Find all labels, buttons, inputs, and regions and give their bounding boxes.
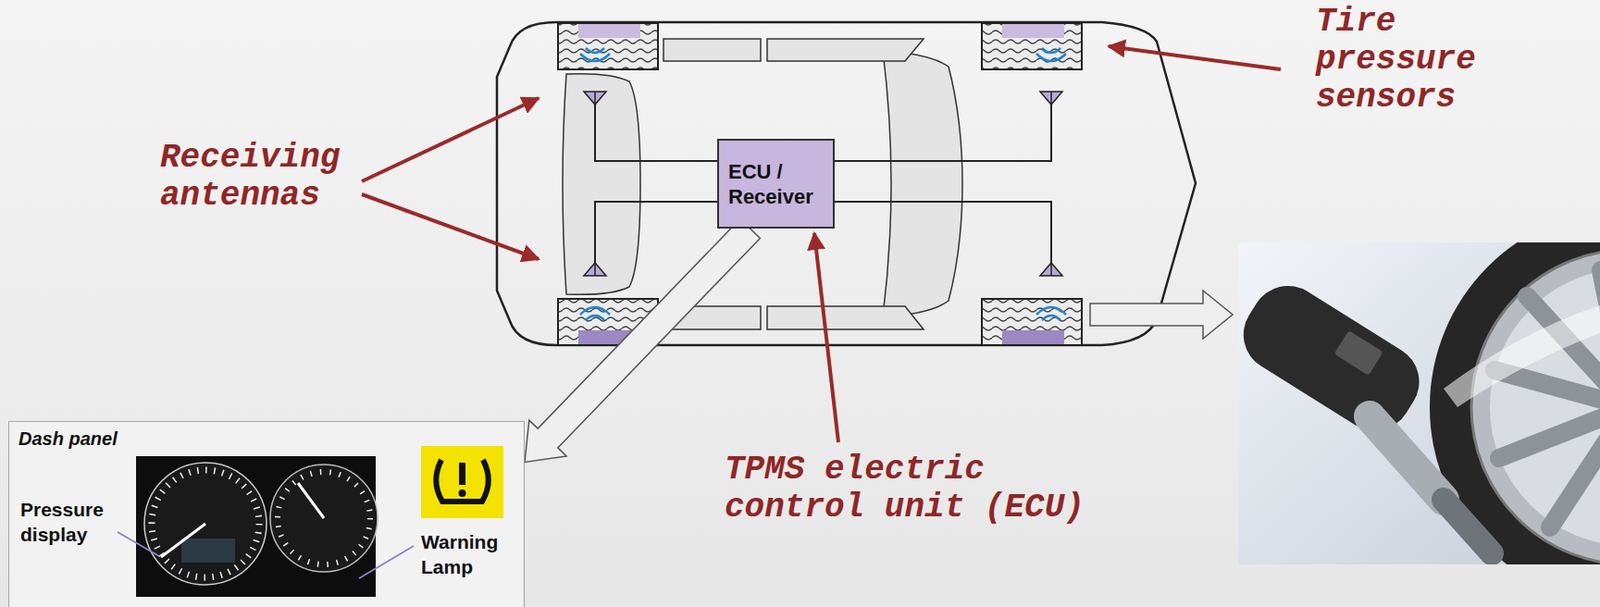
wave-symbol xyxy=(1041,315,1061,321)
side-window xyxy=(767,306,924,330)
side-window xyxy=(767,38,924,62)
spoke xyxy=(1494,370,1600,408)
car-outline xyxy=(496,22,1196,346)
wheel-tire xyxy=(1429,242,1600,565)
antenna-symbol xyxy=(1040,262,1063,276)
node-title: Dash panel xyxy=(18,427,515,450)
tire xyxy=(981,298,1082,346)
valve-stem xyxy=(1369,416,1444,500)
speedometer-ticks xyxy=(151,470,260,578)
tire-icon xyxy=(435,459,489,502)
wheel-face xyxy=(1489,268,1600,546)
spoke xyxy=(1499,407,1600,459)
rear-seat xyxy=(562,74,641,296)
pressure-screen xyxy=(181,538,236,563)
ecu-box: ECU / Receiver xyxy=(717,138,835,229)
wire xyxy=(595,104,718,162)
callout-label: Receiving antennas xyxy=(160,138,373,215)
callout-arrow xyxy=(361,98,539,182)
antenna-stem xyxy=(1050,91,1053,105)
callout-arrows xyxy=(361,46,1281,443)
part-label: Pressure display xyxy=(20,496,132,547)
sensor-block xyxy=(1002,24,1065,38)
gauge-needle xyxy=(297,483,324,519)
sensor-photo xyxy=(1238,242,1600,565)
antenna-wires xyxy=(595,104,1052,263)
wave-symbol xyxy=(1036,53,1067,62)
node-title: ECU / Receiver xyxy=(728,159,824,210)
wave-symbol xyxy=(580,53,610,62)
speedometer-needle xyxy=(161,523,206,558)
wheel-rim xyxy=(1471,249,1600,565)
exclamation-dot xyxy=(458,489,467,497)
side-window xyxy=(663,38,761,62)
leader-line xyxy=(117,532,160,557)
callout-arrow xyxy=(361,194,539,260)
antenna-stem xyxy=(594,91,596,105)
radio-waves xyxy=(580,48,1067,321)
callout-label: TPMS electric control unit (ECU) xyxy=(724,450,1104,527)
wire xyxy=(595,201,718,263)
wave-symbol xyxy=(1036,307,1067,315)
tire xyxy=(981,23,1082,70)
antenna-symbol xyxy=(583,91,607,105)
dash-panel-ground xyxy=(8,421,523,607)
antenna-symbol xyxy=(1040,91,1063,105)
tire xyxy=(558,23,658,70)
antenna-stem xyxy=(594,262,596,276)
spoke xyxy=(1550,407,1600,528)
light-streak xyxy=(1443,305,1600,408)
tpms-sensor xyxy=(1238,272,1434,446)
sensor-block xyxy=(578,24,641,38)
sensor-block xyxy=(1002,330,1065,345)
antenna-symbol xyxy=(583,262,607,276)
wire xyxy=(834,104,1052,162)
callout-arrow xyxy=(1108,46,1281,70)
antenna-stem xyxy=(1050,262,1053,276)
callout-arrow xyxy=(814,233,839,443)
wire xyxy=(834,201,1052,263)
exclamation-bar xyxy=(458,462,466,485)
antennas xyxy=(583,91,1063,276)
windshield xyxy=(882,50,963,317)
wave-symbol xyxy=(585,315,605,321)
speedometer xyxy=(144,462,267,585)
wave-symbol xyxy=(1041,48,1061,53)
gauge-ticks xyxy=(277,471,371,565)
warning-lamp xyxy=(421,446,504,519)
valve-cap xyxy=(1443,499,1492,554)
wave-symbol xyxy=(585,48,605,53)
callout-label: Tire pressure sensors xyxy=(1315,2,1501,117)
wheel-spokes xyxy=(1494,270,1600,528)
block-arrow xyxy=(1090,290,1233,339)
sensor-body xyxy=(1238,272,1434,446)
leader-line xyxy=(359,545,414,579)
wave-symbol xyxy=(580,307,610,315)
car-interior xyxy=(562,38,963,330)
gauge xyxy=(270,464,378,572)
block-arrow xyxy=(524,219,760,463)
sensor-detail xyxy=(1334,330,1384,376)
part-label: Warning Lamp xyxy=(421,529,519,580)
